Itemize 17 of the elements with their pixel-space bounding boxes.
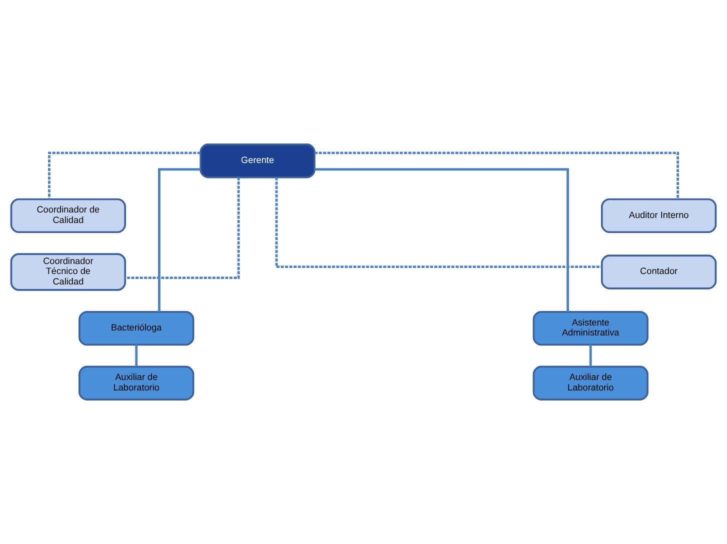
node-box: Contador [600, 254, 717, 290]
node-box: Coordinador de Calidad [10, 198, 126, 234]
node-box: Gerente [200, 144, 316, 178]
node-box: Asistente Administrativa [532, 310, 648, 346]
connector [125, 177, 240, 279]
connector [135, 344, 138, 366]
node-box: Coordinador Técnico de Calidad [10, 253, 126, 291]
node-box: Auxiliar de Laboratorio [78, 366, 194, 400]
connector [48, 152, 200, 200]
connector [275, 177, 602, 268]
node-box: Auxiliar de Laboratorio [532, 366, 648, 400]
connector [589, 344, 592, 366]
connector [314, 152, 680, 200]
connector [158, 168, 200, 312]
connector [314, 168, 569, 312]
node-box: Bacterióloga [78, 310, 194, 346]
node-box: Auditor Interno [600, 198, 717, 234]
